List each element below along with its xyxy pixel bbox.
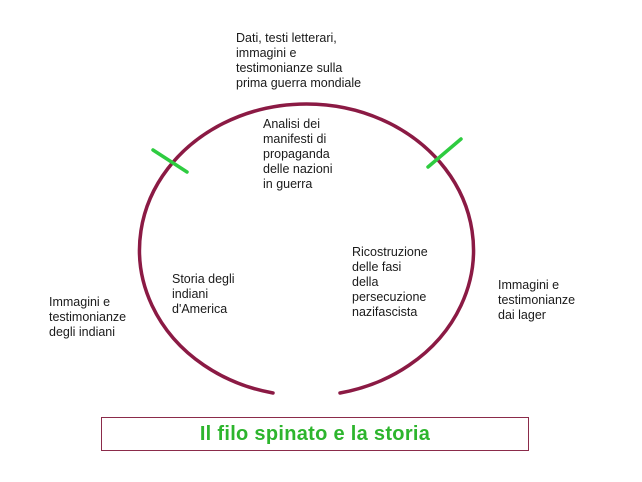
label-lager-testimonies: Immagini e testimonianze dai lager	[498, 278, 576, 322]
label-native-american-history: Storia degli indiani d'America	[172, 272, 235, 316]
wire-loop	[137, 102, 476, 395]
label-propaganda-posters: Analisi dei manifesti di propaganda dell…	[263, 117, 333, 191]
title-box: Il filo spinato e la storia	[101, 417, 529, 451]
label-nazifascist-persecution: Ricostruzione delle fasi della persecuzi…	[352, 245, 428, 319]
label-first-world-war: Dati, testi letterari, immagini e testim…	[236, 31, 362, 90]
green-marker-right	[426, 137, 463, 169]
diagram-title: Il filo spinato e la storia	[199, 422, 431, 445]
green-marker-left	[151, 148, 189, 174]
label-indian-testimonies: Immagini e testimonianze degli indiani	[49, 295, 127, 339]
